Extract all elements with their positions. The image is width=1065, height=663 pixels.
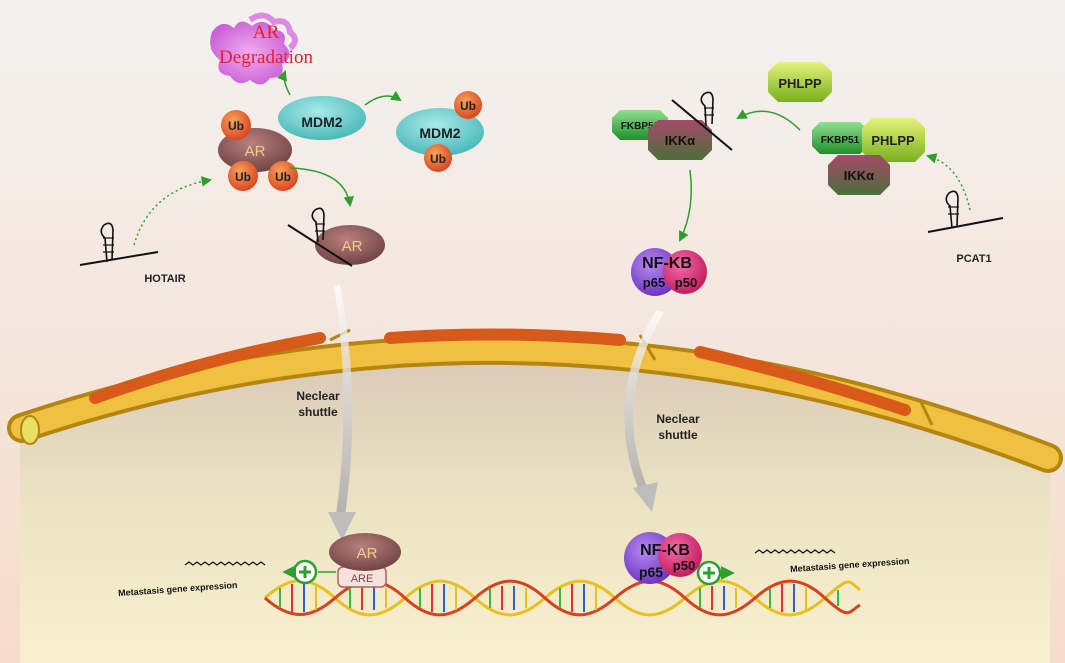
mdm2-protein	[278, 96, 366, 140]
nuclear-membrane	[7, 328, 1063, 473]
ikka-protein	[828, 155, 890, 195]
nuclear-shuttle-label: shuttle	[658, 428, 698, 442]
ikka-label: IKKα	[665, 133, 695, 148]
hotair-label: HOTAIR	[144, 273, 185, 285]
pcat1-phlpp-complex: PHLPP FKBP51 PHLPP IKKα	[768, 62, 925, 195]
p50-label: p50	[675, 275, 697, 290]
p50-subunit	[663, 250, 707, 294]
p65-label: p65	[639, 564, 663, 580]
nuclear-shuttle-label: Neclear	[656, 412, 700, 426]
pcat1-lncrna: PCAT1	[927, 190, 1004, 265]
nucleus-background	[20, 342, 1050, 663]
nfkb-complex-nucleus: NF-KB p65 p50	[624, 532, 702, 584]
fkbp51-label: FKBP51	[821, 135, 860, 146]
fkbp51-ikka-complex: FKBP51 IKKα	[612, 91, 733, 160]
ubiquitin	[424, 144, 452, 172]
ar-degradation-subtitle: Degradation	[219, 47, 313, 68]
nuclear-shuttle-label: shuttle	[298, 405, 338, 419]
fkbp51-protein	[812, 122, 868, 154]
phlpp-label: PHLPP	[778, 76, 822, 91]
ub-label: Ub	[228, 119, 244, 133]
ubiquitin	[228, 161, 258, 191]
p50-label: p50	[673, 558, 695, 573]
green-arrows-right	[679, 109, 971, 242]
mdm2-label: MDM2	[419, 125, 460, 141]
ikka-protein	[648, 120, 712, 160]
ar-degradation-title: AR	[253, 22, 280, 43]
green-arrows-left	[133, 70, 402, 246]
mdm2-ubiquitin-complex: MDM2 Ub Ub	[396, 91, 484, 172]
ub-label: Ub	[430, 152, 446, 166]
nuclear-shuttle-label: Neclear	[296, 389, 340, 403]
phlpp-protein	[768, 62, 832, 102]
ar-label: AR	[357, 545, 378, 562]
ar-protein	[329, 533, 401, 571]
ub-label: Ub	[275, 170, 291, 184]
nuclear-shuttle-arrow-left: Neclear shuttle	[296, 285, 356, 540]
p50-subunit	[658, 533, 702, 577]
p65-label: p65	[643, 275, 665, 290]
mdm2-label: MDM2	[301, 114, 342, 130]
phlpp-protein	[862, 118, 925, 162]
ar-label: AR	[245, 143, 266, 160]
nfkb-complex-cytoplasm: NF-KB p65 p50	[631, 248, 707, 296]
nuclear-shuttle-arrow-right: Neclear shuttle	[624, 310, 700, 512]
ubiquitin	[221, 110, 251, 140]
ar-bound-hotair: AR	[287, 207, 385, 267]
ar-on-dna: ARE AR	[329, 533, 401, 588]
ar-ubiquitin-complex: AR MDM2 Ub Ub Ub	[218, 96, 366, 191]
are-label: ARE	[351, 573, 374, 585]
nfkb-label: NF-KB	[642, 255, 692, 272]
ubiquitin	[454, 91, 482, 119]
nfkb-label: NF-KB	[640, 542, 690, 559]
mdm2-protein	[396, 108, 484, 156]
ar-label: AR	[342, 238, 363, 255]
fkbp51-label: FKBP51	[621, 121, 660, 132]
ar-degradation-cluster: AR Degradation	[210, 12, 313, 85]
ikka-label: IKKα	[844, 168, 874, 183]
ub-label: Ub	[460, 99, 476, 113]
ub-label: Ub	[235, 170, 251, 184]
pcat1-label: PCAT1	[956, 253, 991, 265]
mrna-squiggle	[754, 549, 836, 554]
hotair-lncrna: HOTAIR	[79, 222, 186, 285]
phlpp-label: PHLPP	[871, 133, 915, 148]
ar-protein	[315, 225, 385, 265]
mrna-squiggle	[184, 561, 266, 566]
